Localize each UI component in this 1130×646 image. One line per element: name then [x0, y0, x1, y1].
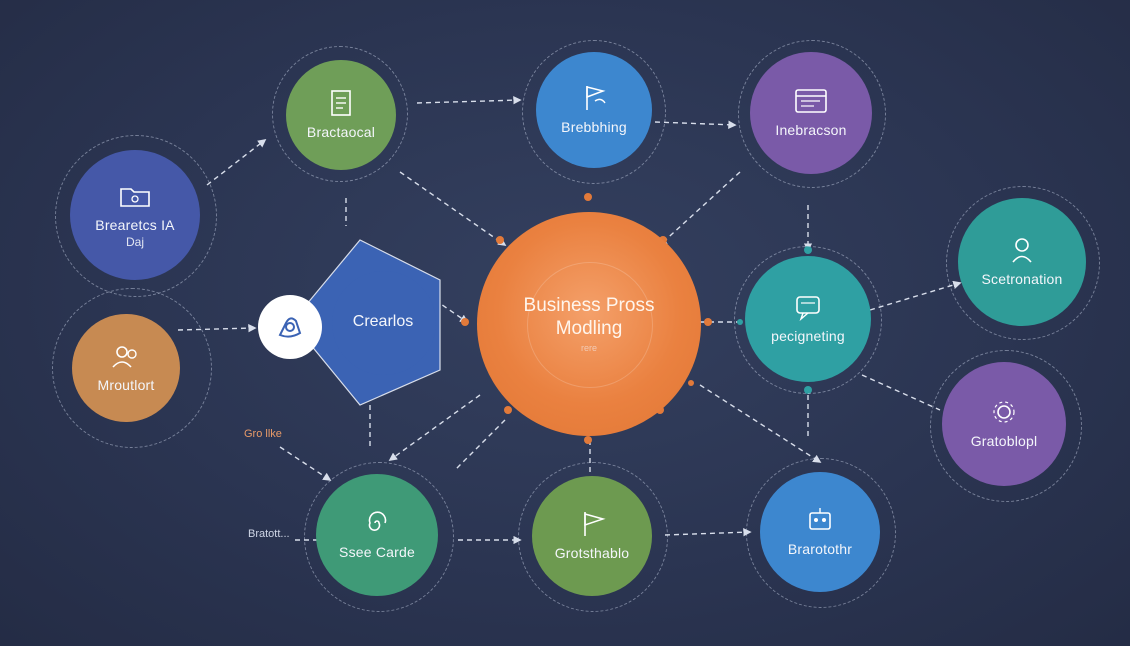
node-label: Brarotothr [787, 541, 853, 558]
node-label: Grotsthablo [554, 545, 630, 562]
node-left-bottom[interactable]: Mroutlort [72, 314, 180, 422]
creations-circle [332, 271, 436, 375]
badge-icon [278, 317, 302, 338]
node-left-top[interactable]: Brearetcs IA Daj [70, 150, 200, 280]
connection-dot [584, 436, 592, 444]
connector [434, 299, 469, 323]
node-right-bottom[interactable]: Gratoblopl [942, 362, 1066, 486]
node-label: Brearetcs IA [95, 217, 175, 234]
connector [664, 528, 752, 537]
connection-dot [496, 236, 504, 244]
connector [206, 138, 267, 186]
connector [658, 171, 741, 247]
node-label: Bractaocal [306, 124, 376, 141]
node-bottom-right[interactable]: Brarotothr [760, 472, 880, 592]
connection-dot [737, 319, 743, 325]
node-label: Ssee Carde [339, 544, 415, 561]
robot-icon [809, 508, 831, 531]
folder-icon [120, 188, 150, 208]
flag-icon [586, 86, 606, 111]
window-icon [795, 89, 827, 114]
teal-connection-dots [737, 246, 812, 394]
connector [869, 280, 962, 311]
connection-dot [804, 246, 812, 254]
connector [861, 374, 941, 411]
connection-dot [584, 193, 592, 201]
center-node[interactable]: Business Pross Modling rere [477, 212, 701, 436]
center-small-text: rere [580, 342, 597, 353]
connection-dot [504, 406, 512, 414]
node-bottom-mid[interactable]: Grotsthablo [532, 476, 652, 596]
people-icon [112, 346, 137, 368]
connection-dot [461, 318, 469, 326]
node-sublabel: Daj [125, 234, 144, 249]
connector [416, 95, 522, 105]
connector [699, 384, 822, 463]
node-label: pecigneting [771, 328, 845, 345]
connection-dot [804, 386, 812, 394]
node-label: Scetronation [981, 271, 1063, 288]
connection-dot [688, 380, 694, 386]
connectors [177, 95, 962, 545]
connector [279, 446, 332, 481]
chat-icon [796, 296, 820, 322]
node-label: Brebbhing [561, 119, 627, 136]
spiral-icon [368, 511, 387, 532]
gear-icon [993, 401, 1015, 423]
creations-badge[interactable] [258, 295, 322, 359]
creations-label: Crearlos [352, 313, 414, 330]
node-top-mid[interactable]: Brebbhing [536, 52, 652, 168]
connector [388, 394, 481, 461]
document-icon [331, 90, 351, 117]
connector [654, 120, 737, 129]
flag-icon [584, 512, 606, 537]
connection-dot [704, 318, 712, 326]
node-label: Gratoblopl [970, 433, 1038, 450]
connector [177, 323, 257, 333]
node-bottom-left[interactable]: Ssee Carde [316, 474, 438, 596]
node-label: Mroutlort [97, 377, 155, 394]
node-top-left[interactable]: Bractaocal [286, 60, 396, 170]
annotation-left-mid: Gro llke [244, 428, 282, 440]
person-icon [1012, 238, 1032, 263]
node-label: Inebracson [775, 122, 847, 139]
node-top-right[interactable]: Inebracson [750, 52, 872, 174]
node-right-top[interactable]: Scetronation [958, 198, 1086, 326]
annotation-bottom-left: Bratott... [248, 528, 290, 540]
node-right-mid[interactable]: pecigneting [745, 256, 871, 382]
connector [399, 171, 507, 246]
connector [454, 419, 506, 471]
